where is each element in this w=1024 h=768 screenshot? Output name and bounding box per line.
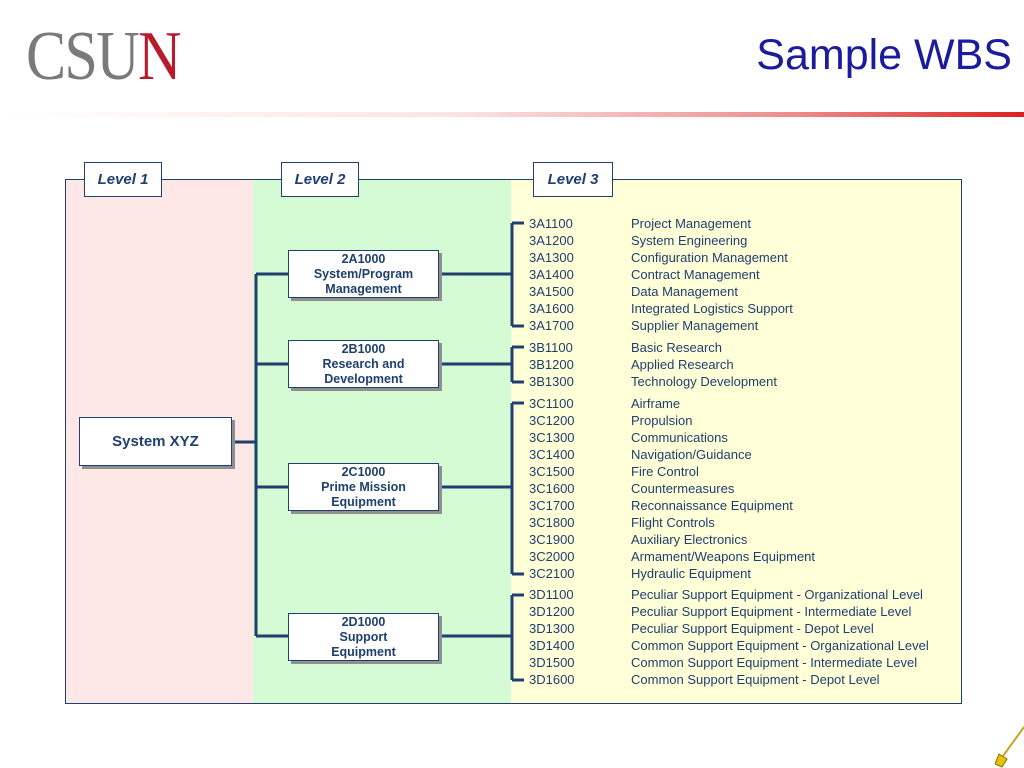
level2-node-2a1000: 2A1000 System/Program Management — [288, 250, 439, 298]
level2-node-2c1000: 2C1000 Prime Mission Equipment — [288, 463, 439, 511]
level2-node-2d1000: 2D1000 Support Equipment — [288, 613, 439, 661]
pencil-icon — [995, 726, 1024, 768]
header-divider — [0, 112, 1024, 117]
level1-tag: Level 1 — [84, 162, 162, 197]
root-node-system-xyz: System XYZ — [79, 417, 232, 466]
level2-node-2b1000: 2B1000 Research and Development — [288, 340, 439, 388]
page-title: Sample WBS — [756, 31, 1012, 79]
csun-logo: CSUN — [26, 18, 181, 95]
level3-tag: Level 3 — [533, 162, 613, 197]
level2-tag: Level 2 — [281, 162, 359, 197]
level3-band — [511, 180, 961, 703]
